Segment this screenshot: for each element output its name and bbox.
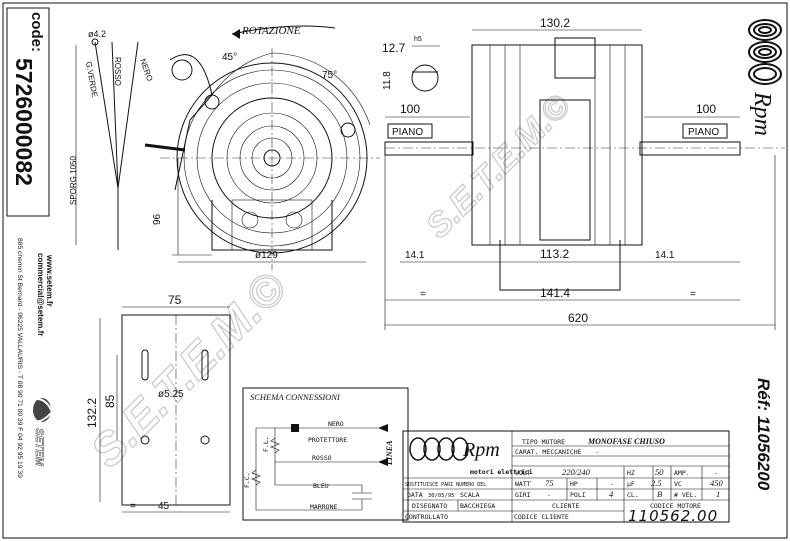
title-block-codice-cliente-label: CODICE CLIENTE [514, 513, 569, 521]
front-view: ROTAZIONE 45° 75° 96 ø129 ø4.2 G.VERDE R… [69, 25, 380, 270]
rpm-logo: Rpm [748, 19, 782, 136]
title-block-uf-value: 2.5 [651, 478, 662, 488]
title-block-cliente-label: CLIENTE [552, 502, 579, 510]
title-block-sostituisce: SOSTITUISCE PARI NUMERO DEL [405, 482, 486, 488]
side-view-right-plane: PIANO [688, 127, 719, 138]
shaft-detail: 12.7 h5 11.8 [382, 36, 440, 92]
title-block-disegnato-label: DISEGNATO [412, 502, 447, 510]
side-view-right-gap: 14.1 [655, 250, 675, 261]
shaft-detail-flat: 11.8 [382, 71, 393, 90]
schema-title: SCHEMA CONNESSIONI [250, 392, 341, 402]
title-block-vc-value: 450 [710, 478, 724, 488]
title-block-hp-value: - [610, 480, 614, 488]
front-view-angle2: 75° [322, 70, 337, 81]
schema-linea: LINEA [385, 440, 394, 466]
front-view-angle1: 45° [222, 52, 237, 63]
title-block-poli-label: POLI [570, 491, 586, 499]
title-block-cl-label: CL. [627, 491, 639, 499]
front-view-wires-2: NERO [138, 58, 154, 83]
title-block-amp-label: AMP. [674, 469, 690, 477]
title-block-watt-label: WATT [515, 480, 531, 488]
front-view-cable-length: SPORG.1050 [69, 156, 78, 205]
title-block-volt-value: 220/240 [562, 467, 591, 477]
front-view-hole: ø4.2 [88, 29, 106, 39]
front-view-wires-0: G.VERDE [84, 61, 99, 98]
watermark: S.E.T.E.M.© S.E.T.E.M.© [80, 85, 579, 477]
title-block-cl-value: B [657, 489, 662, 499]
title-block-poli-value: 4 [609, 489, 614, 499]
title-block-giri-value: - [547, 491, 551, 499]
schema-nero: NERO [328, 420, 344, 428]
schema-marrone: MARRONE [310, 503, 337, 511]
title-block-volt-label: VOLT [515, 469, 531, 477]
bracket-view-hole-spacing: 85 [103, 394, 117, 408]
shaft-detail-diameter: 12.7 [382, 41, 406, 55]
brand-name: Rpm [462, 439, 500, 461]
side-view-body-width: 130.2 [540, 16, 570, 30]
front-view-wires-1: ROSSO [113, 57, 122, 86]
code-box [6, 7, 50, 217]
title-block-tipo-label: TIPO MOTORE [522, 438, 565, 446]
title-block-controllato-label: CONTROLLATO [405, 513, 448, 521]
schema-fl: F.L. [262, 436, 270, 452]
brand-subtitle: motori elettrici [470, 468, 533, 476]
setem-logo: SETEM [29, 397, 54, 467]
title-block-tipo-value: MONOFASE CHIUSO [587, 437, 665, 446]
title-block-amp-value: - [714, 469, 718, 477]
title-block-carat-value: - [595, 448, 599, 456]
side-view: 130.2 PIANO PIANO 100 100 14.1 113.2 14.… [384, 16, 785, 330]
front-view-diameter: ø129 [255, 250, 278, 261]
title-block-hp-label: HP [570, 480, 578, 488]
side-view-bracket: 141.4 [540, 286, 570, 300]
rotation-label: ROTAZIONE [241, 25, 301, 37]
side-view-left-plane-dist: 100 [400, 102, 420, 116]
schema-bleu: BLEU [313, 482, 329, 490]
side-view-left-gap: 14.1 [405, 250, 425, 261]
side-view-eq-left: = [420, 289, 426, 300]
reference-number: Réf: 11056200 [754, 378, 773, 491]
schema-rosso: ROSSO [312, 454, 332, 462]
title-block-giri-label: GIRI [515, 491, 531, 499]
side-view-right-plane-dist: 100 [696, 102, 716, 116]
bracket-view: 75 132.2 85 ø5.25 45 = [85, 293, 231, 513]
title-block-scala-label: SCALA [460, 491, 480, 499]
wiring-schema: SCHEMA CONNESSIONI NERO PROTETTORE ROSSO… [242, 387, 409, 521]
watermark: S.E.T.E.M.© [419, 86, 579, 246]
side-view-total: 620 [568, 311, 588, 325]
email: commercial@setem.fr [36, 253, 45, 336]
title-block-data-label: DATA [407, 491, 423, 499]
motor-code: 110562.00 [628, 507, 718, 525]
side-view-eq-right: = [690, 289, 696, 300]
bracket-view-hole: ø5.25 [158, 389, 184, 400]
title-block-carat-label: CARAT. MECCANICHE [515, 448, 582, 456]
contact-logo-text: SETEM [33, 428, 45, 467]
title-block-vc-label: VC [674, 480, 682, 488]
front-view-height: 96 [152, 213, 163, 225]
title-block-vel-label: # VEL. [674, 491, 697, 499]
title-block-codice-motore-label: CODICE MOTORE [650, 502, 701, 510]
website: www.setem.fr [45, 254, 54, 307]
code-label: code: [28, 12, 45, 52]
address: 885 chemin St Bernard - 06225 VALLAURIS … [16, 238, 23, 478]
bracket-view-height: 132.2 [85, 398, 99, 428]
title-block-uf-label: µF [627, 480, 635, 488]
title-block-hz-value: 50 [655, 467, 664, 477]
title-block-hz-label: HZ [627, 469, 635, 477]
brand-name: Rpm [749, 91, 775, 136]
bracket-view-bottom: 45 [158, 501, 170, 512]
bracket-view-width: 75 [168, 293, 182, 307]
schema-protettore: PROTETTORE [308, 436, 347, 444]
code-value: 5726000082 [11, 58, 37, 186]
title-block-watt-value: 75 [545, 478, 554, 488]
shaft-detail-tolerance: h5 [414, 36, 422, 43]
side-view-inner: 113.2 [540, 247, 569, 261]
schema-fc: F.C. [243, 472, 251, 488]
bracket-view-eq: = [130, 501, 136, 512]
title-block-disegnato-value: BACCHIEGA [460, 502, 495, 510]
title-block-vel-value: 1 [716, 489, 720, 499]
side-view-left-plane: PIANO [392, 127, 423, 138]
title-block-data-value: 30/05/95 [428, 493, 455, 499]
title-block: Rpm motori elettrici TIPO MOTORE MONOFAS… [402, 430, 730, 525]
